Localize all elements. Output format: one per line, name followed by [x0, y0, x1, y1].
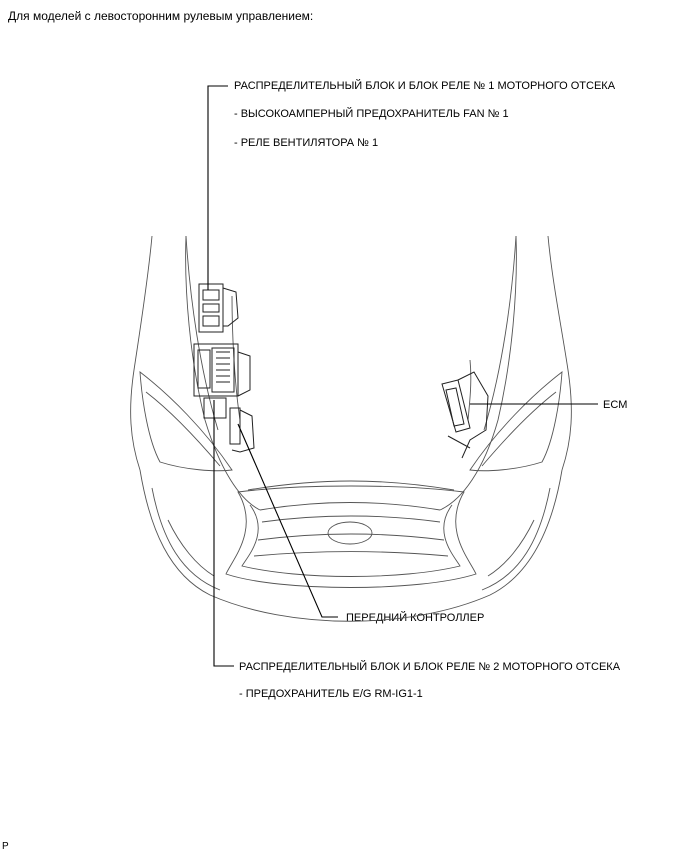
ecm-unit [441, 371, 489, 459]
corner-mark: P [2, 841, 9, 852]
label-fan-relay: - РЕЛЕ ВЕНТИЛЯТОРА № 1 [234, 137, 379, 149]
label-front-controller: ПЕРЕДНИЙ КОНТРОЛЛЕР [346, 612, 485, 624]
page-heading: Для моделей с левосторонним рулевым упра… [8, 9, 314, 23]
leader-lines [207, 85, 598, 667]
car-outline [130, 235, 572, 622]
label-junction-block-2: РАСПРЕДЕЛИТЕЛЬНЫЙ БЛОК И БЛОК РЕЛЕ № 2 М… [239, 661, 621, 673]
front-controller [229, 407, 255, 453]
label-ecm: ECM [603, 399, 628, 411]
junction-block-1 [198, 283, 239, 333]
label-fan-fuse: - ВЫСОКОАМПЕРНЫЙ ПРЕДОХРАНИТЕЛЬ FAN № 1 [234, 108, 509, 120]
label-eg-fuse: - ПРЕДОХРАНИТЕЛЬ E/G RM-IG1-1 [239, 688, 423, 700]
junction-block-2 [193, 343, 251, 419]
label-junction-block-1: РАСПРЕДЕЛИТЕЛЬНЫЙ БЛОК И БЛОК РЕЛЕ № 1 М… [234, 80, 616, 92]
